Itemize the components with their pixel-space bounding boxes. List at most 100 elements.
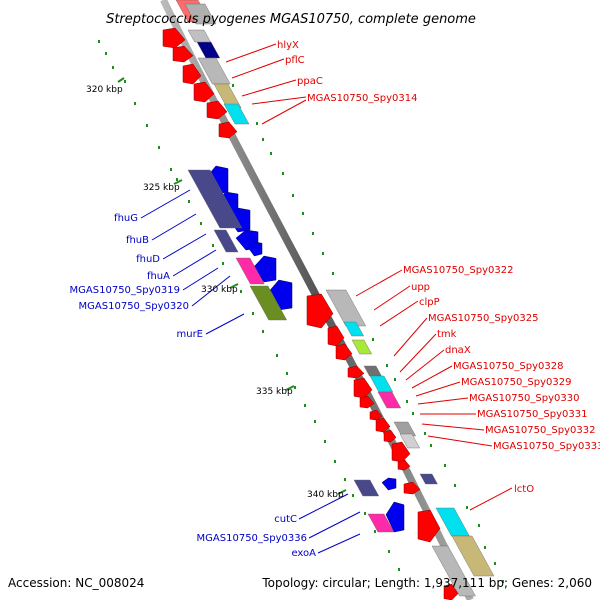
scale-tick	[484, 546, 486, 549]
gene-label[interactable]: exoA	[291, 548, 316, 559]
forward-cds-arrow	[369, 409, 383, 421]
feature-tracks	[162, 0, 495, 600]
scale-tick	[494, 562, 496, 565]
scale-tick	[252, 312, 254, 315]
scale-tick	[105, 52, 107, 55]
forward-leader-line	[469, 487, 513, 511]
gene-label[interactable]: lctO	[514, 484, 534, 495]
gene-label[interactable]: MGAS10750_Spy0328	[453, 361, 563, 372]
forward-cds-arrow	[403, 481, 421, 495]
forward-leader-line	[417, 397, 469, 405]
scale-tick	[344, 478, 346, 481]
gene-label[interactable]: fhuA	[147, 271, 170, 282]
gene-label[interactable]: MGAS10750_Spy0333	[493, 441, 600, 452]
scale-tick	[364, 512, 366, 515]
gene-label[interactable]: MGAS10750_Spy0336	[197, 533, 307, 544]
forward-leader-line	[427, 435, 493, 447]
cog-category-block	[325, 289, 367, 327]
cog-category-block	[393, 421, 417, 437]
forward-leader-line	[373, 285, 411, 311]
scale-tick	[270, 152, 272, 155]
scale-tick	[256, 122, 258, 125]
gene-label[interactable]: ppaC	[297, 76, 323, 87]
gene-label[interactable]: MGAS10750_Spy0325	[428, 313, 538, 324]
gene-label[interactable]: MGAS10750_Spy0322	[403, 265, 513, 276]
gene-label[interactable]: murE	[176, 329, 203, 340]
reverse-cds-arrow	[247, 241, 263, 257]
reverse-leader-line	[151, 213, 197, 241]
forward-leader-line	[421, 423, 485, 431]
major-tick	[117, 77, 125, 83]
scale-tick	[232, 84, 234, 87]
scale-label-325: 325 kbp	[143, 183, 180, 193]
gene-label[interactable]: fhuD	[136, 254, 160, 265]
scale-tick	[478, 524, 480, 527]
gene-label[interactable]: MGAS10750_Spy0332	[485, 425, 595, 436]
forward-leader-line	[393, 317, 428, 357]
forward-cds-arrow	[417, 509, 441, 543]
forward-cds-arrow	[172, 45, 194, 63]
reverse-leader-line	[172, 249, 217, 277]
scale-tick	[372, 338, 374, 341]
scale-label-335: 335 kbp	[256, 387, 293, 397]
scale-tick	[454, 484, 456, 487]
reverse-leader-line	[162, 233, 207, 260]
cog-category-block	[419, 473, 438, 485]
scale-tick	[276, 354, 278, 357]
gene-label[interactable]: MGAS10750_Spy0331	[477, 409, 587, 420]
gene-label[interactable]: upp	[411, 282, 430, 293]
cog-category-block	[235, 257, 265, 285]
scale-tick	[406, 400, 408, 403]
scale-label-320: 320 kbp	[86, 85, 123, 95]
scale-tick	[322, 252, 324, 255]
scale-tick	[212, 244, 214, 247]
cog-category-block	[187, 169, 243, 229]
scale-tick	[200, 222, 202, 225]
forward-cds-arrow	[306, 293, 334, 329]
gene-label[interactable]: tmk	[437, 329, 457, 340]
forward-cds-arrow	[353, 377, 373, 399]
scale-tick	[98, 40, 100, 43]
cog-category-block	[213, 83, 242, 109]
cog-category-block	[399, 433, 421, 449]
forward-leader-line	[415, 381, 461, 397]
forward-leader-line	[355, 269, 403, 297]
forward-cds-arrow	[162, 27, 186, 49]
scale-tick	[398, 568, 400, 571]
forward-leader-line	[405, 349, 445, 381]
gene-label[interactable]: fhuG	[114, 213, 138, 224]
gene-label[interactable]: MGAS10750_Spy0314	[307, 93, 417, 104]
gene-label[interactable]: pflC	[285, 55, 305, 66]
cog-category-block	[367, 513, 395, 533]
scale-tick	[302, 212, 304, 215]
scale-label-330: 330 kbp	[201, 285, 238, 295]
gene-label[interactable]: cutC	[274, 514, 297, 525]
scale-tick	[176, 178, 178, 181]
cog-category-block	[249, 285, 288, 321]
reverse-cds-arrow	[381, 477, 397, 491]
scale-ticks	[98, 40, 504, 583]
scale-tick	[304, 404, 306, 407]
forward-leader-line	[241, 79, 297, 97]
cog-category-block	[223, 103, 250, 125]
gene-label[interactable]: clpP	[419, 297, 440, 308]
gene-label[interactable]: hlyX	[277, 40, 299, 51]
forward-cds-arrow	[375, 417, 391, 433]
scale-tick	[386, 364, 388, 367]
scale-tick	[430, 444, 432, 447]
forward-leader-line	[261, 99, 307, 125]
gene-label[interactable]: MGAS10750_Spy0330	[469, 393, 579, 404]
gene-label[interactable]: fhuB	[126, 235, 149, 246]
forward-leader-line	[411, 365, 453, 389]
gene-label[interactable]: MGAS10750_Spy0319	[70, 285, 180, 296]
gene-label[interactable]: dnaX	[445, 345, 471, 356]
scale-tick	[312, 232, 314, 235]
forward-cds-arrow	[206, 100, 228, 120]
forward-cds-arrow	[397, 459, 411, 471]
gene-label[interactable]: MGAS10750_Spy0329	[461, 377, 571, 388]
gene-label[interactable]: MGAS10750_Spy0320	[79, 301, 189, 312]
forward-leader-line	[399, 333, 437, 373]
forward-leader-line	[251, 96, 307, 105]
cog-category-block	[187, 29, 211, 43]
scale-tick	[134, 102, 136, 105]
